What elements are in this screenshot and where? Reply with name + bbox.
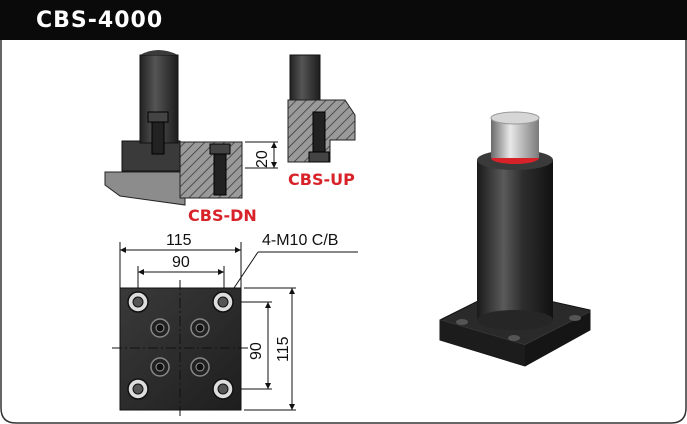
dim-height-115: 115 — [275, 336, 292, 362]
dim-width-90: 90 — [172, 254, 190, 271]
cbs-dn-label: CBS-DN — [188, 206, 257, 225]
base-plate-top-view — [112, 242, 358, 416]
cylinder-3d-render — [439, 111, 591, 367]
bolt-callout: 4-M10 C/B — [262, 232, 339, 249]
dim-height-90: 90 — [248, 342, 265, 360]
dim-width-115: 115 — [166, 232, 192, 249]
dim-height-20: 20 — [254, 150, 271, 168]
product-title: CBS-4000 — [36, 8, 164, 33]
cbs-up-label: CBS-UP — [288, 170, 355, 189]
cbs-up-section-drawing — [287, 54, 356, 163]
cbs-dn-section-drawing — [104, 50, 278, 206]
